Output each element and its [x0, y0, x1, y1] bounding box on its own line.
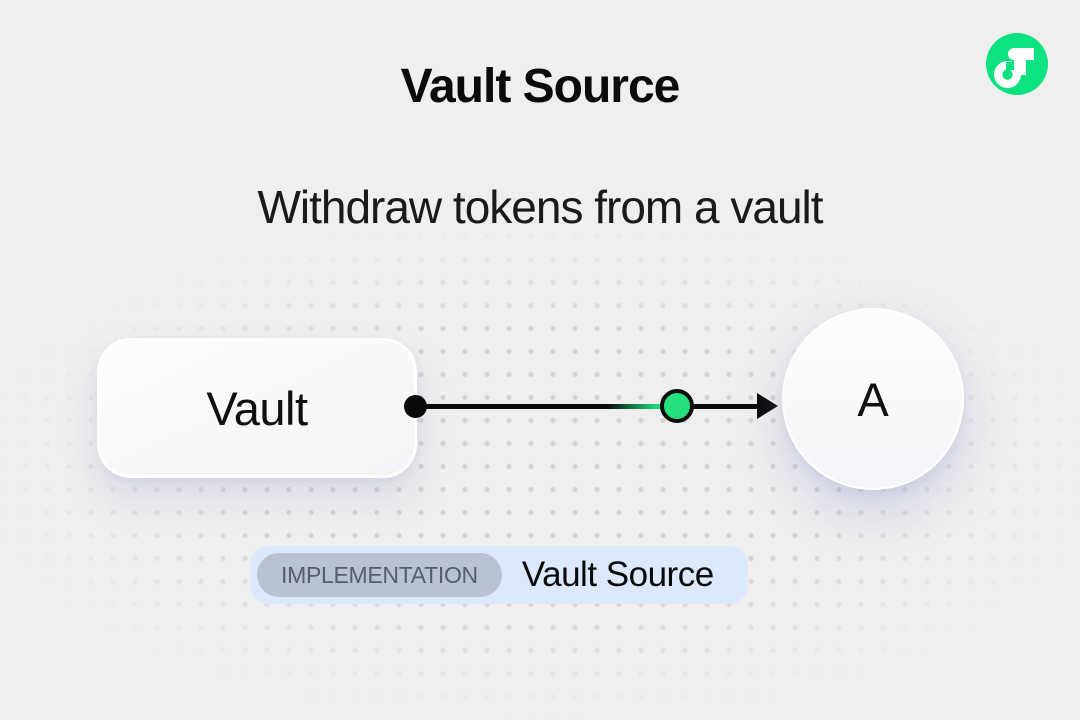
edge-line	[415, 404, 758, 409]
page-title: Vault Source	[400, 60, 681, 113]
implementation-badge: IMPLEMENTATION Vault Source	[250, 546, 748, 604]
vault-node: Vault	[97, 338, 417, 478]
account-node: A	[782, 308, 964, 490]
edge-start-dot	[404, 395, 427, 418]
arrowhead-icon	[757, 393, 778, 419]
page-subtitle: Withdraw tokens from a vault	[257, 181, 823, 233]
vault-node-label: Vault	[206, 381, 308, 435]
flow-logo-icon	[986, 33, 1048, 95]
account-node-label: A	[857, 372, 889, 426]
implementation-tag: IMPLEMENTATION	[257, 553, 502, 597]
implementation-label: Vault Source	[521, 555, 714, 594]
token-dot	[660, 389, 694, 423]
